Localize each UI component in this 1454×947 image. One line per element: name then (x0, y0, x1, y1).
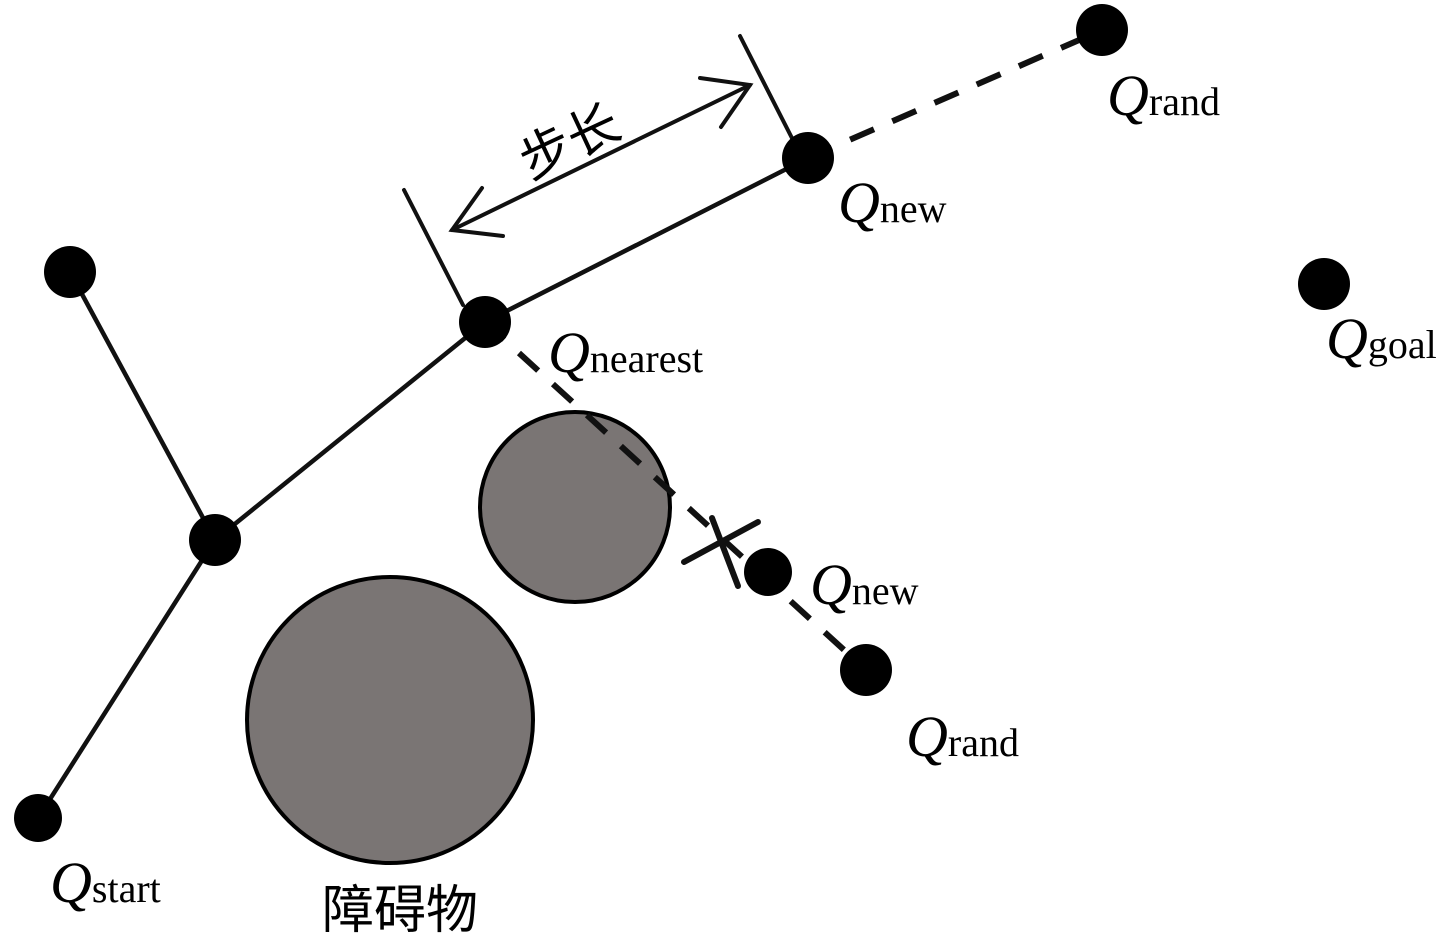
node-goal (1298, 258, 1350, 310)
collision-cross-stroke-1 (709, 515, 741, 589)
step-arrow-head-left (448, 186, 505, 238)
label-q-start: Qstart (50, 850, 161, 915)
label-q-nearest: Qnearest (548, 320, 703, 385)
label-q-new-lower: Qnew (810, 552, 919, 617)
dashed-new-to-rand-upper (806, 27, 1104, 161)
label-q-new-upper: Qnew (838, 170, 947, 235)
step-tick-left (402, 188, 465, 307)
step-arrow-shaft (450, 83, 752, 232)
edge-nearest-new (482, 155, 811, 325)
edge-branch-nearest (212, 319, 488, 543)
label-q-goal: Qgoal (1326, 306, 1437, 371)
collision-cross-stroke-2 (681, 519, 761, 565)
node-rand-upper (1076, 4, 1128, 56)
edge-start-branch (35, 537, 218, 821)
node-leaf (44, 246, 96, 298)
label-q-rand-lower: Qrand (906, 704, 1019, 769)
node-new-lower (744, 548, 792, 596)
node-start (14, 794, 62, 842)
label-obstacle: 障碍物 (322, 881, 478, 941)
node-branch (189, 514, 241, 566)
step-arrow-head-right (698, 76, 754, 129)
obstacle-large (245, 575, 535, 865)
node-new-upper (782, 132, 834, 184)
node-nearest (459, 296, 511, 348)
obstacle-small (478, 410, 672, 604)
step-tick-right (738, 34, 798, 148)
edge-branch-leaf (67, 269, 218, 543)
label-q-rand-upper: Qrand (1107, 63, 1220, 128)
dashed-nearest-to-rand-lower (482, 319, 869, 673)
label-step-length: 步长 (510, 93, 630, 191)
node-rand-lower (840, 644, 892, 696)
